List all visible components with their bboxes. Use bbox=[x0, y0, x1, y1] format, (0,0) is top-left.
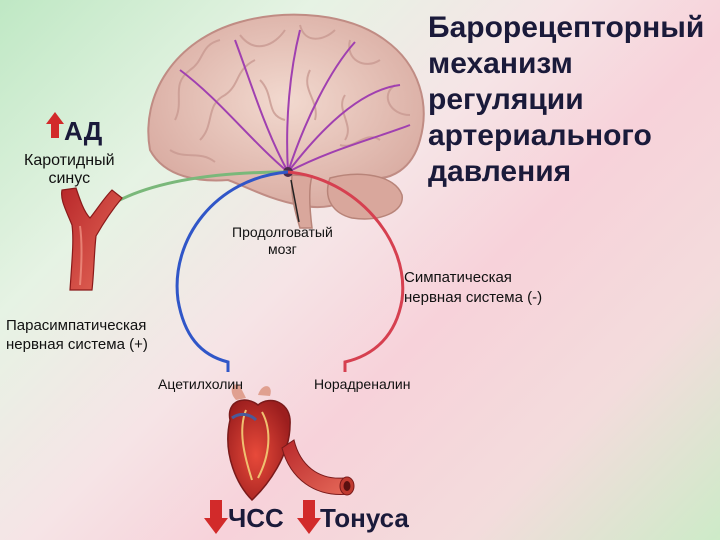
heart-illustration bbox=[227, 384, 291, 502]
title-line: регуляции bbox=[428, 83, 584, 116]
sympathetic-nerve bbox=[287, 170, 405, 372]
blood-vessel-illustration bbox=[281, 439, 355, 496]
title-line: Барорецепторный bbox=[428, 11, 705, 44]
slide-title: Барорецепторный механизм регуляции артер… bbox=[428, 10, 718, 190]
carotid-artery-illustration bbox=[61, 187, 123, 291]
acetylcholine-label: Ацетилхолин bbox=[158, 376, 243, 392]
carotid-sinus-label: Каротидный синус bbox=[24, 152, 115, 188]
carotid-sinus-line: синус bbox=[48, 170, 91, 187]
parasympathetic-line: нервная система (+) bbox=[6, 336, 148, 353]
medulla-line: Продолговатый bbox=[232, 224, 333, 240]
title-line: механизм bbox=[428, 47, 573, 80]
title-line: артериального bbox=[428, 119, 652, 152]
afferent-nerve bbox=[104, 170, 289, 210]
carotid-sinus-line: Каротидный bbox=[24, 152, 115, 169]
sympathetic-label: Симпатическая нервная система (-) bbox=[404, 268, 542, 308]
sympathetic-line: Симпатическая bbox=[404, 269, 512, 286]
medulla-line: мозг bbox=[268, 241, 297, 257]
vascular-tone-label: Тонуса bbox=[320, 503, 409, 533]
brain-illustration bbox=[147, 13, 425, 229]
parasympathetic-nerve bbox=[175, 170, 289, 372]
medulla-pointer bbox=[290, 179, 300, 223]
blood-pressure-label: АД bbox=[64, 116, 103, 146]
title-line: давления bbox=[428, 155, 572, 188]
noradrenaline-label: Норадреналин bbox=[314, 376, 411, 392]
parasympathetic-line: Парасимпатическая bbox=[6, 317, 147, 334]
arrow-up-icon bbox=[46, 112, 64, 138]
sympathetic-line: нервная система (-) bbox=[404, 289, 543, 306]
parasympathetic-label: Парасимпатическая нервная система (+) bbox=[6, 316, 148, 354]
arrow-down-icon bbox=[204, 500, 228, 534]
brain-pathways bbox=[179, 29, 411, 173]
medulla-label: Продолговатый мозг bbox=[232, 224, 333, 258]
heart-rate-label: ЧСС bbox=[228, 503, 284, 533]
arrow-down-icon bbox=[297, 500, 321, 534]
